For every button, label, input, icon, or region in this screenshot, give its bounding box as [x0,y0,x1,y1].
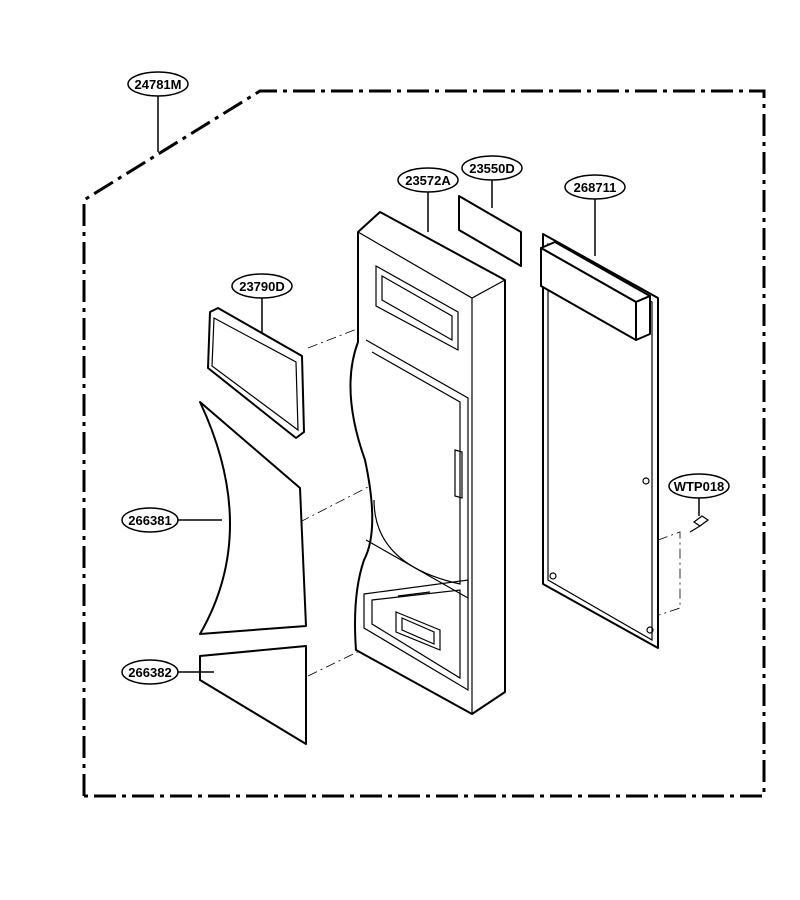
callout-panel-frame-label: 23572A [405,173,451,188]
assembly-boundary [82,89,766,798]
callout-bottom-sheet-label: 266382 [128,665,171,680]
callout-display-window: 23550D [461,155,523,181]
panel-frame-part [349,211,506,715]
display-window-part [458,195,522,267]
screw-part [689,515,710,533]
callout-assembly: 24781M [127,71,189,97]
callout-pcb: 268711 [564,174,626,200]
middle-sheet-part [199,401,307,635]
callout-pcb-label: 268711 [574,180,617,195]
callout-assembly-label: 24781M [135,77,182,92]
callout-top-window: 23790D [231,273,293,299]
leader-lines [157,96,700,673]
callout-top-window-label: 23790D [239,279,285,294]
callout-bottom-sheet: 266382 [121,659,179,685]
pcb-part [540,233,659,649]
callout-display-window-label: 23550D [469,161,515,176]
callout-middle-sheet-label: 266381 [128,513,171,528]
callout-screw: WTP018 [668,473,730,499]
callout-screw-label: WTP018 [674,479,725,494]
top-window-part [207,307,305,439]
callout-middle-sheet: 266381 [121,507,179,533]
callout-panel-frame: 23572A [397,167,459,193]
bottom-sheet-part [199,645,307,745]
